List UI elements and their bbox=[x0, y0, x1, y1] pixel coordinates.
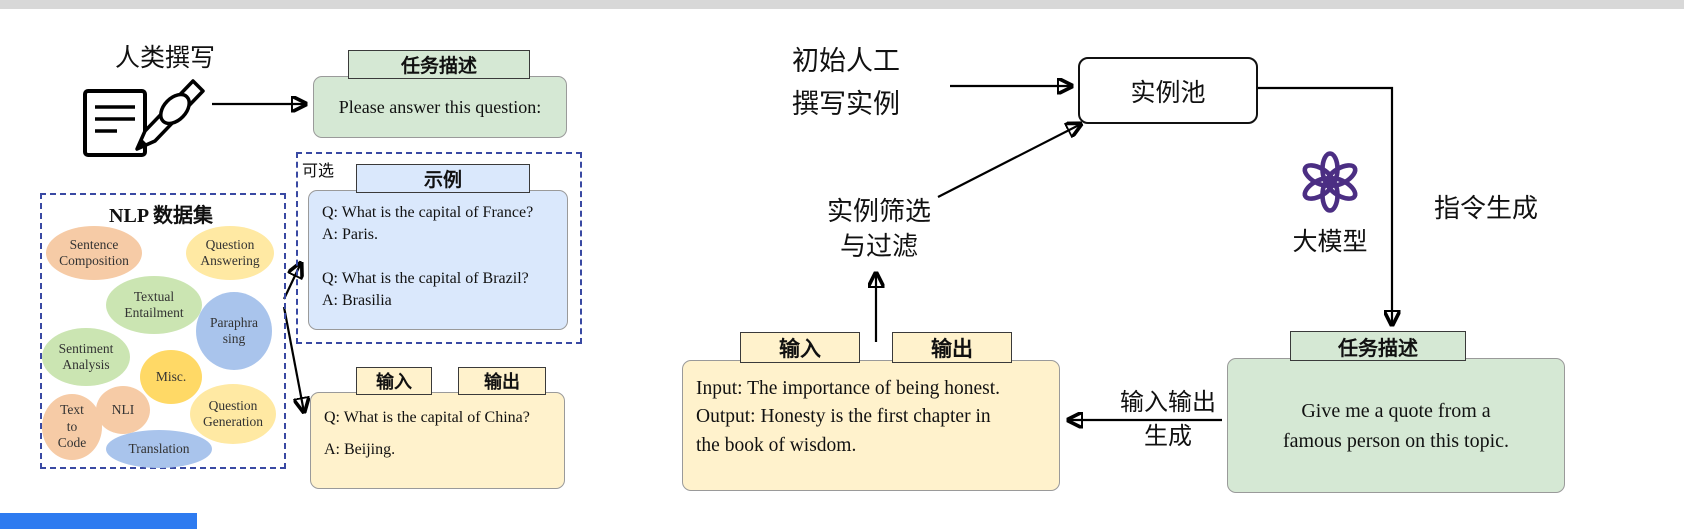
window-top-strip bbox=[0, 0, 1684, 9]
human-written-label: 人类撰写 bbox=[114, 45, 215, 72]
task-description-tab-left: 任务描述 bbox=[348, 50, 530, 79]
instance-filter-label: 实例筛选 与过滤 bbox=[826, 197, 931, 262]
arrow-filter-to-pool bbox=[937, 124, 1081, 198]
examples-tab: 示例 bbox=[356, 164, 530, 193]
nlp-blob-textual-entailment: Textual Entailment bbox=[106, 276, 202, 334]
nlp-blob-sentiment-analysis: Sentiment Analysis bbox=[42, 328, 130, 386]
task-description-body-right: Give me a quote from a famous person on … bbox=[1227, 358, 1565, 493]
openai-logo-icon bbox=[1302, 151, 1358, 213]
nlp-blob-translation: Translation bbox=[106, 430, 212, 468]
nlp-blob-misc: Misc. bbox=[140, 350, 202, 404]
input-tab-right: 输入 bbox=[740, 332, 860, 363]
nlp-blob-nli: NLI bbox=[96, 386, 150, 434]
nlp-blob-question-answering: Question Answering bbox=[186, 226, 274, 280]
optional-examples-box bbox=[296, 152, 582, 344]
nlp-blob-paraphrasing: Paraphra sing bbox=[196, 292, 272, 370]
seed-instances-label: 初始人工 撰写实例 bbox=[792, 46, 900, 120]
task-description-body-left: Please answer this question: bbox=[313, 76, 567, 138]
output-tab-right: 输出 bbox=[892, 332, 1012, 363]
io-body-left: Q: What is the capital of China? A: Beij… bbox=[310, 392, 565, 489]
io-generation-label: 输入输出 生成 bbox=[1120, 390, 1216, 451]
instance-pool-box: 实例池 bbox=[1078, 57, 1258, 124]
io-body-right: Input: The importance of being honest. O… bbox=[682, 360, 1060, 491]
writing-hand-icon bbox=[83, 79, 205, 157]
optional-label: 可选 bbox=[302, 163, 335, 180]
nlp-datasets-title: NLP 数据集 bbox=[109, 205, 213, 227]
progress-bar[interactable] bbox=[0, 513, 197, 529]
input-tab-left: 输入 bbox=[356, 367, 432, 395]
nlp-blob-question-generation: Question Generation bbox=[190, 384, 276, 444]
nlp-blob-text-to-code: Text to Code bbox=[42, 394, 102, 460]
instruction-generation-label: 指令生成 bbox=[1434, 194, 1539, 223]
large-model-label: 大模型 bbox=[1292, 229, 1368, 256]
output-tab-left: 输出 bbox=[458, 367, 546, 395]
examples-body: Q: What is the capital of France? A: Par… bbox=[308, 190, 568, 330]
task-description-tab-right: 任务描述 bbox=[1290, 331, 1466, 361]
nlp-blob-sentence-composition: Sentence Composition bbox=[46, 226, 142, 280]
